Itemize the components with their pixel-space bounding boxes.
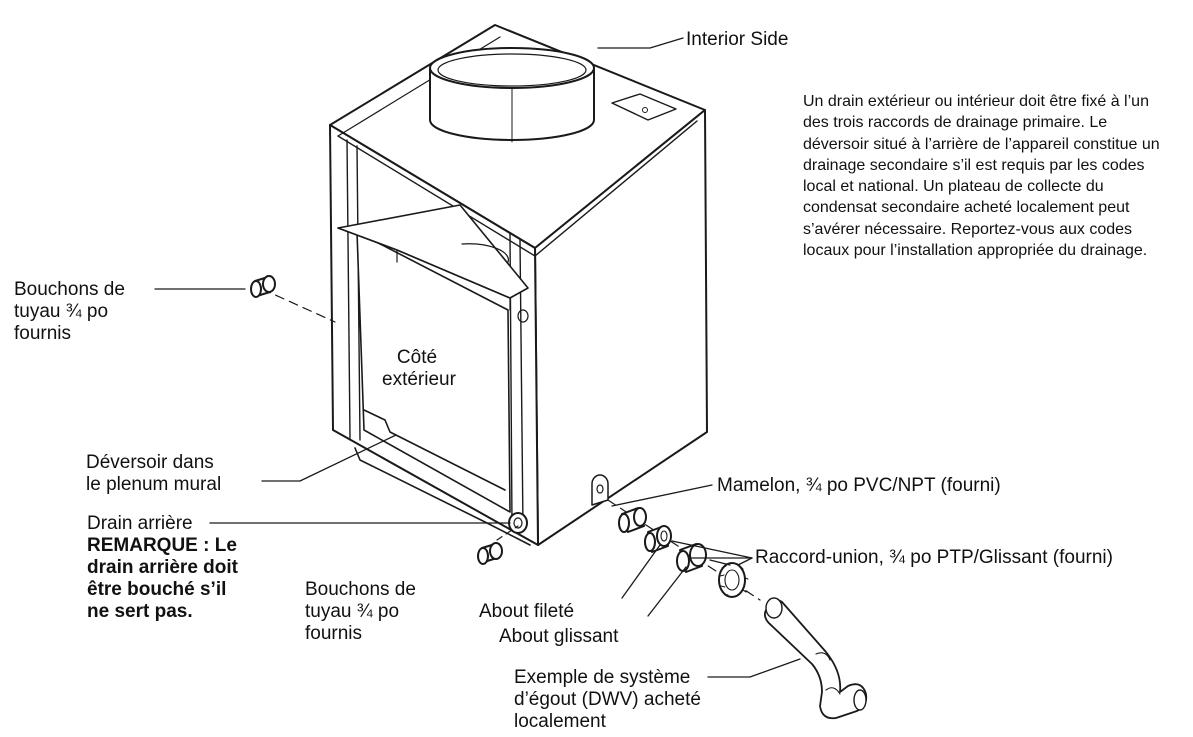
outdoor-opening bbox=[356, 231, 511, 513]
label-nipple: Mamelon, ¾ po PVC/NPT (fourni) bbox=[717, 475, 1001, 496]
drainage-instructions: Un drain extérieur ou intérieur doit êtr… bbox=[803, 93, 1160, 260]
weir-notch bbox=[363, 409, 506, 491]
label-rear-drain: Drain arrière bbox=[87, 513, 193, 534]
label-threaded-end: About fileté bbox=[479, 601, 575, 622]
label-rear-drain-note: REMARQUE : Le drain arrière doit être bo… bbox=[87, 535, 238, 622]
assembly-line-bottom bbox=[496, 525, 519, 541]
label-pipe-plugs-bottom: Bouchons de tuyau ¾ po fournis bbox=[305, 579, 416, 644]
union-nut bbox=[718, 562, 749, 598]
pipe-plug-bottom bbox=[477, 542, 503, 565]
label-pipe-plugs-left: Bouchons de tuyau ¾ po fournis bbox=[14, 279, 125, 344]
leader-lines bbox=[154, 37, 801, 678]
dwv-pipe bbox=[763, 598, 868, 720]
label-dwv-example: Exemple de système d’égout (DWV) acheté … bbox=[514, 667, 701, 732]
label-exterior-side: Côté extérieur bbox=[382, 347, 456, 390]
cabinet-top-rim bbox=[337, 120, 698, 257]
front-frame-left-edge bbox=[346, 139, 351, 439]
label-interior-side: Interior Side bbox=[686, 29, 789, 50]
assembly-line-left bbox=[261, 288, 336, 323]
label-weir: Déversoir dans le plenum mural bbox=[86, 452, 222, 495]
nipple-fitting bbox=[618, 507, 647, 533]
pipe-plug-left bbox=[250, 275, 276, 298]
threaded-end-fitting bbox=[644, 525, 672, 553]
label-union: Raccord-union, ¾ po PTP/Glissant (fourni… bbox=[755, 547, 1113, 568]
rear-drain-fitting bbox=[508, 512, 528, 534]
label-slip-end: About glissant bbox=[499, 626, 619, 647]
top-bracket bbox=[611, 93, 677, 121]
side-drain-fitting bbox=[591, 474, 609, 506]
duct-collar bbox=[429, 47, 595, 143]
